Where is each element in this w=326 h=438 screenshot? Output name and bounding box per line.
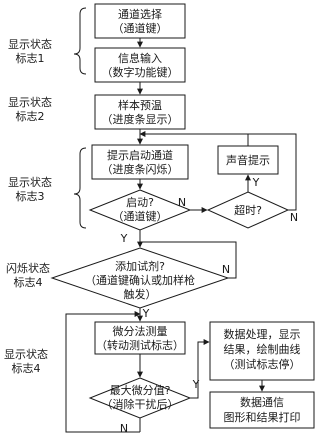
status-label-5: 显示状态 标志4 <box>4 347 48 375</box>
status-label-4-line-2: 标志4 <box>14 275 43 289</box>
timeout-no-label: N <box>290 211 298 224</box>
start-no-label: N <box>178 196 186 209</box>
status-label-2: 显示状态 标志2 <box>8 95 52 123</box>
arrow-max-to-process <box>190 339 210 399</box>
arrow-max-no-loop <box>65 311 141 433</box>
max-diff-line-2: （消除干扰后） <box>102 397 179 411</box>
timeout-decision-text: 超时? <box>234 203 262 217</box>
max-no-label: N <box>120 422 128 435</box>
channel-select-line-2: （通道键） <box>113 21 168 35</box>
add-yes-label: Y <box>142 307 150 320</box>
data-comm-line-2: 图形和结果打印 <box>224 410 301 424</box>
info-input-line-2: （数字功能键） <box>102 65 179 79</box>
prompt-start-line-2: （进度条闪烁） <box>102 162 179 176</box>
status-label-4-line-1: 闪烁状态 <box>6 261 50 275</box>
timeout-decision-diamond <box>206 191 290 229</box>
data-comm-box <box>209 391 315 429</box>
arrow-add-no-loop <box>140 241 237 279</box>
status-label-1-line-2: 标志1 <box>16 51 45 65</box>
arrow-timeout-no-loop <box>248 133 297 211</box>
data-process-line-3: （测试标志停） <box>224 357 301 371</box>
data-process-box <box>209 321 315 381</box>
info-input-box <box>94 47 186 83</box>
data-comm-line-1: 数据通信 <box>240 395 284 409</box>
sound-prompt-box <box>217 145 279 175</box>
start-decision-line-1: 启动? <box>126 196 154 209</box>
status-label-1-line-1: 显示状态 <box>8 37 52 51</box>
status-label-3-line-1: 显示状态 <box>8 175 52 189</box>
max-yes-label: Y <box>192 378 200 391</box>
prompt-start-line-1: 提示启动通道 <box>107 148 173 162</box>
channel-select-box <box>94 3 186 39</box>
diff-measure-box <box>94 321 186 355</box>
timeout-yes-label: Y <box>252 176 260 189</box>
status-label-1: 显示状态 标志1 <box>8 37 52 65</box>
add-reagent-line-2: （通道键确认或加样枪 <box>85 273 195 287</box>
data-process-line-1: 数据处理，显示 <box>224 327 301 341</box>
data-process-line-2: 结果，绘制曲线 <box>224 342 301 356</box>
add-reagent-line-3: 触发） <box>124 287 157 301</box>
arrow-sound-to-prompt <box>139 131 249 146</box>
diff-measure-line-2: （转动测试标志） <box>96 338 184 352</box>
status-label-3: 显示状态 标志3 <box>8 175 52 203</box>
status-label-2-line-1: 显示状态 <box>8 95 52 109</box>
brace-1 <box>73 7 87 75</box>
start-yes-label: Y <box>120 232 128 245</box>
status-label-5-line-1: 显示状态 <box>4 347 48 361</box>
preheat-line-2: （进度条显示） <box>102 112 179 126</box>
diff-measure-line-1: 微分法测量 <box>113 324 168 338</box>
sound-prompt-text: 声音提示 <box>226 153 270 167</box>
preheat-line-1: 样本预温 <box>118 98 162 112</box>
max-diff-line-1: 最大微分值? <box>110 383 171 397</box>
start-decision-line-2: （通道键） <box>113 209 168 223</box>
status-label-5-line-2: 标志4 <box>12 361 41 375</box>
preheat-box <box>94 94 186 130</box>
add-no-label: N <box>222 263 230 276</box>
info-input-line-1: 信息输入 <box>118 51 162 65</box>
status-label-2-line-2: 标志2 <box>16 109 45 123</box>
brace-3 <box>73 147 87 229</box>
channel-select-line-1: 通道选择 <box>118 7 162 21</box>
add-reagent-line-1: 添加试剂? <box>115 259 165 273</box>
status-label-3-line-2: 标志3 <box>16 189 45 203</box>
status-label-4: 闪烁状态 标志4 <box>6 261 50 289</box>
